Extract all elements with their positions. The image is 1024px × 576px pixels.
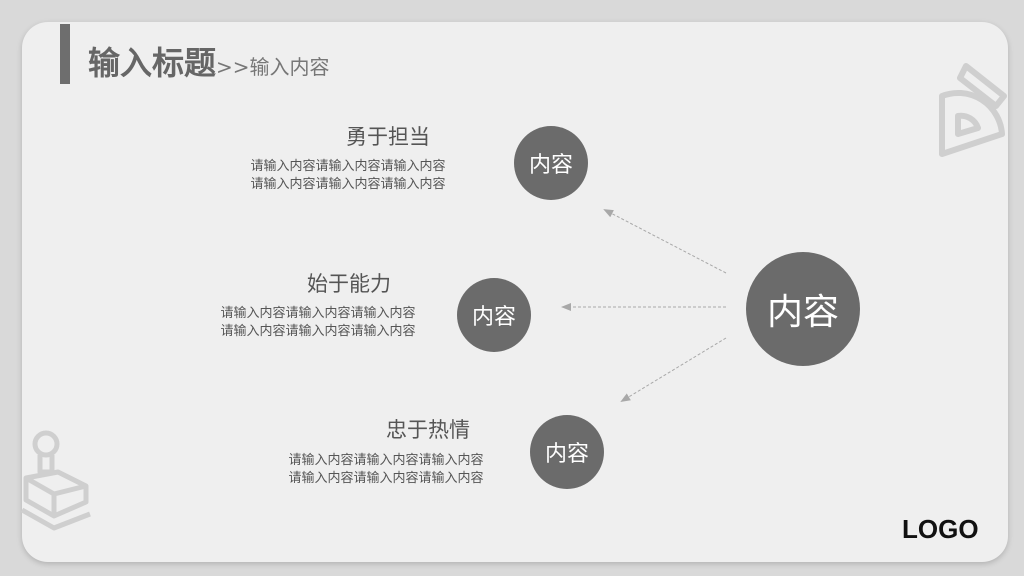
item-3-circle: 内容 (530, 415, 604, 489)
item-1-text-line-2: 请输入内容请输入内容请输入内容 (250, 177, 446, 192)
item-2-text-line-1: 请输入内容请输入内容请输入内容 (220, 306, 416, 321)
item-2-text: 请输入内容请输入内容请输入内容 请输入内容请输入内容请输入内容 (188, 305, 448, 341)
item-1-text: 请输入内容请输入内容请输入内容 请输入内容请输入内容请输入内容 (218, 158, 478, 194)
title-main: 输入标题 (88, 44, 217, 82)
item-1-heading: 勇于担当 (346, 125, 430, 149)
item-2-heading: 始于能力 (307, 272, 391, 296)
item-2-circle: 内容 (457, 278, 531, 352)
item-1-circle: 内容 (514, 126, 588, 200)
logo: LOGO (902, 514, 979, 544)
item-3-text: 请输入内容请输入内容请输入内容 请输入内容请输入内容请输入内容 (256, 452, 516, 488)
title-accent-bar (60, 24, 70, 84)
item-1-text-line-1: 请输入内容请输入内容请输入内容 (250, 159, 446, 174)
item-3-text-line-2: 请输入内容请输入内容请输入内容 (288, 471, 484, 486)
stamp-icon (20, 430, 91, 531)
item-2-text-line-2: 请输入内容请输入内容请输入内容 (220, 324, 416, 339)
item-3-heading: 忠于热情 (386, 418, 470, 442)
center-circle: 内容 (746, 252, 860, 366)
item-3-text-line-1: 请输入内容请输入内容请输入内容 (288, 453, 484, 468)
title-subtitle: >>输入内容 (216, 55, 330, 79)
slide-title: 输入标题>>输入内容 (88, 38, 330, 84)
protractor-ruler-icon (939, 63, 1007, 157)
